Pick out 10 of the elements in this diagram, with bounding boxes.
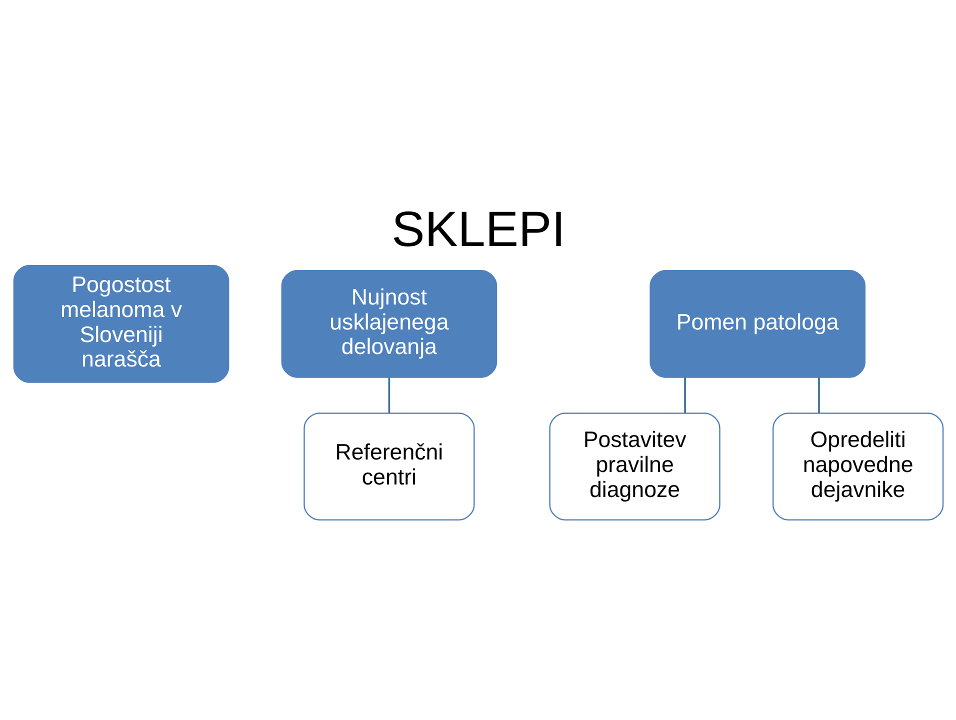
connector — [684, 376, 686, 413]
node-box: Opredeliti napovedne dejavnike — [772, 412, 944, 520]
connector — [818, 376, 820, 413]
node-box: Referenčni centri — [303, 412, 474, 520]
node-box: Postavitev pravilne diagnoze — [548, 412, 720, 520]
node-box: Nujnost usklajenega delovanja — [280, 269, 497, 378]
diagram-title: SKLEPI — [391, 200, 565, 256]
node-box: Pogostost melanoma v Sloveniji narašča — [12, 264, 229, 382]
node-box: Pomen patologa — [649, 269, 865, 378]
connector — [388, 376, 390, 413]
